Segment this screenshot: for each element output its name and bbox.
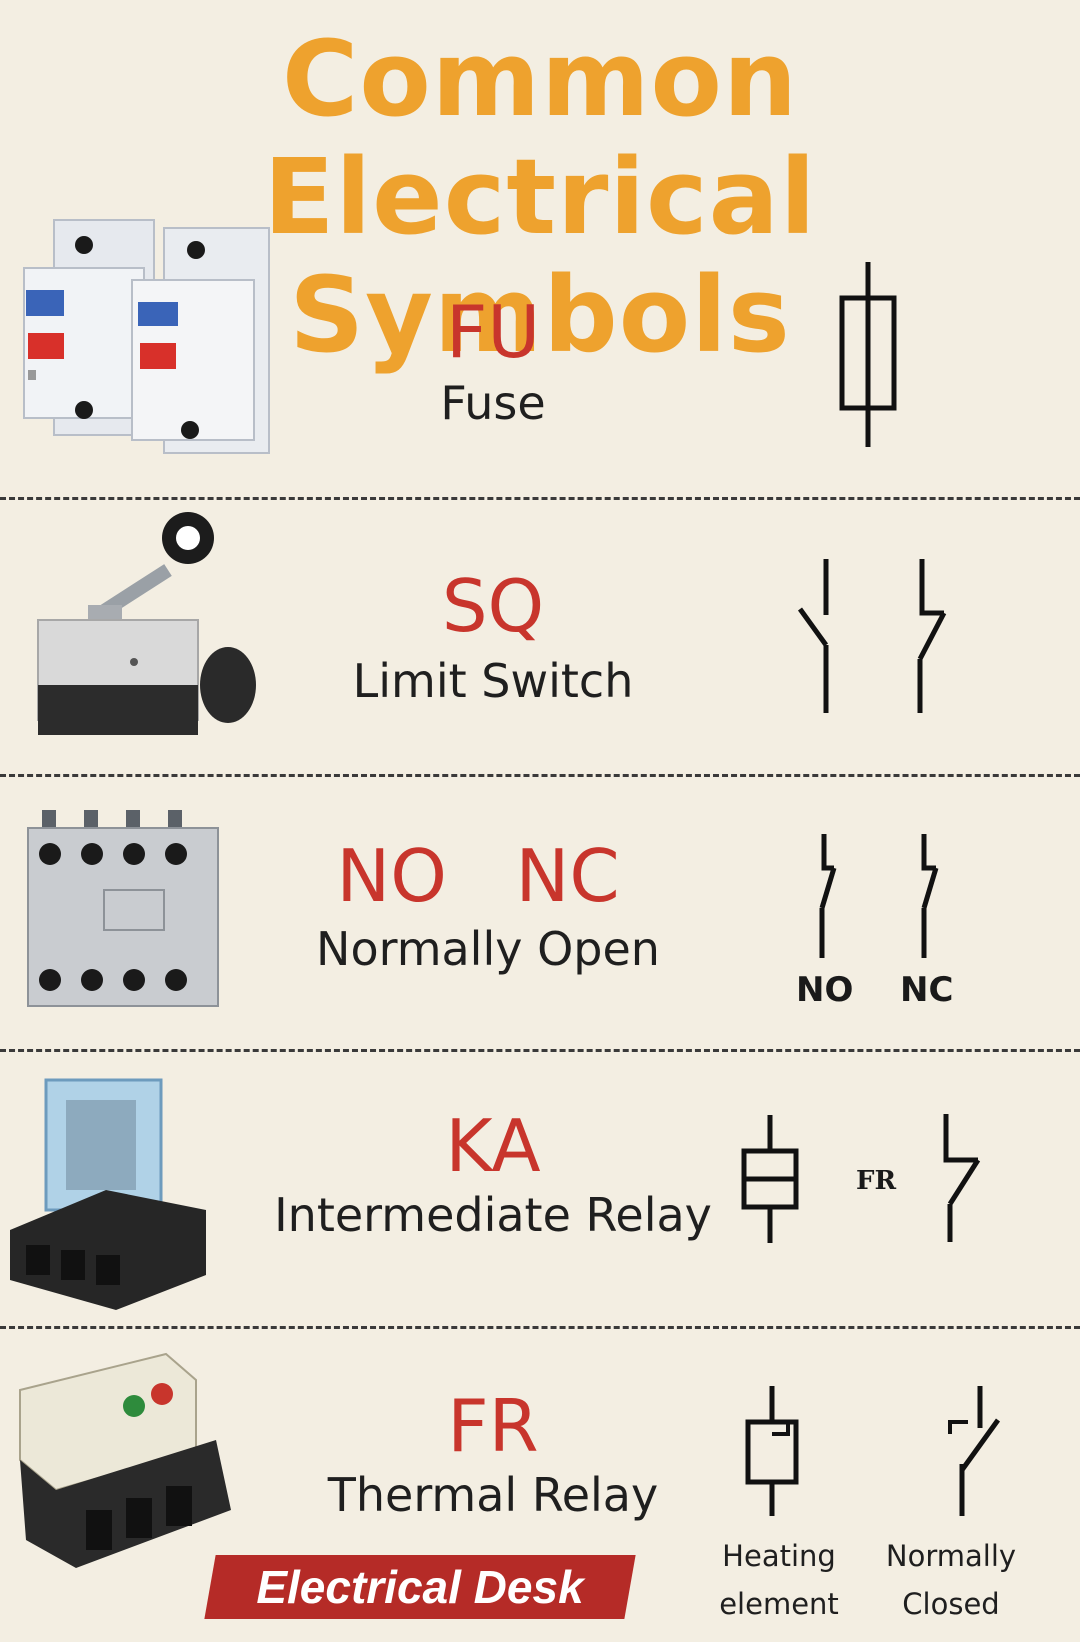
limit-switch-photo-icon (37, 512, 256, 735)
nc-label: NC (900, 970, 954, 1010)
section-name: Intermediate Relay (274, 1188, 712, 1242)
thermal-relay-photo-icon (19, 1352, 231, 1568)
limit-switch-symbol-icon (797, 559, 947, 713)
fuse-photo-icon (23, 219, 270, 454)
normally-closed-symbol-icon (948, 1386, 1001, 1516)
no-label: NO (796, 970, 854, 1010)
relay-photo-icon (10, 1078, 206, 1310)
relay-contact-symbol-icon (943, 1114, 981, 1242)
normally-closed-label: Normally Closed (885, 1539, 1017, 1621)
page-title: Common Electrical Symbols (0, 20, 1080, 374)
section-divider (0, 1326, 1080, 1329)
section-name: Fuse (440, 376, 546, 430)
section-code: FR (447, 1384, 539, 1468)
contact-block-photo-icon (27, 810, 219, 1007)
section-name: Limit Switch (352, 654, 634, 708)
no-nc-contact-symbol-icon (819, 834, 939, 958)
section-name: Thermal Relay (327, 1468, 659, 1522)
section-code: KA (445, 1104, 541, 1188)
heating-element-symbol-icon (745, 1386, 799, 1516)
section-code: NO NC (336, 834, 620, 918)
fuse-symbol-icon (839, 262, 897, 447)
section-divider (0, 774, 1080, 777)
heating-element-label: Heating element (719, 1539, 839, 1621)
section-code: FU (445, 290, 541, 374)
section-divider (0, 1049, 1080, 1052)
title-line-1: Common Electrical (263, 18, 817, 258)
section-code: SQ (441, 564, 545, 648)
section-name: Normally Open (316, 922, 660, 976)
fr-mark: FR (856, 1166, 897, 1196)
relay-coil-symbol-icon (741, 1115, 799, 1243)
section-divider (0, 497, 1080, 500)
brand-label: Electrical Desk (256, 1561, 584, 1613)
title-line-2: Symbols (289, 254, 791, 376)
